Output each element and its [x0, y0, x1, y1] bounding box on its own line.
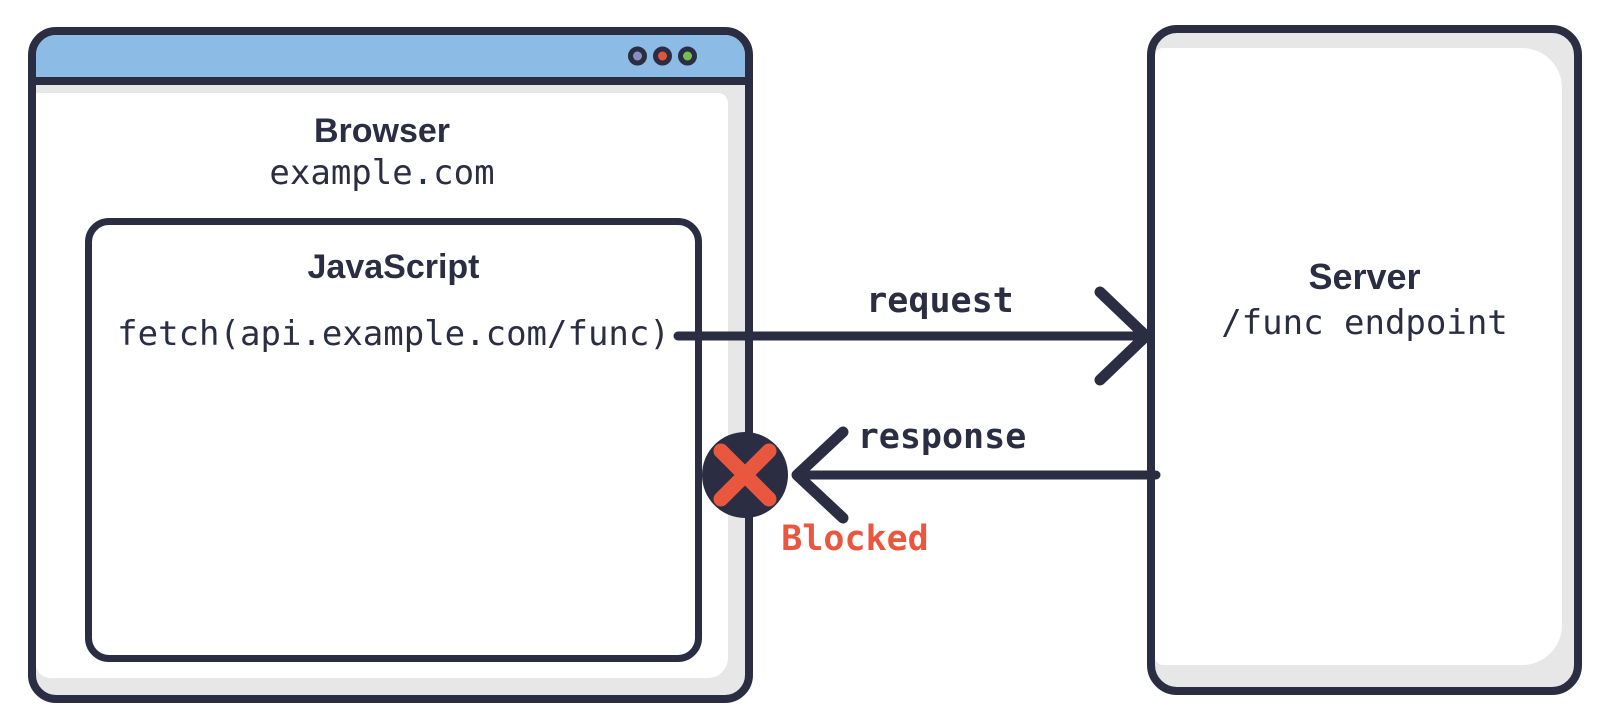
javascript-box: JavaScript fetch(api.example.com/func): [85, 218, 702, 662]
green-dot-icon: [678, 46, 697, 66]
server-text: Server /func endpoint: [1155, 255, 1574, 349]
browser-window: Browser example.com JavaScript fetch(api…: [28, 27, 753, 703]
browser-label: Browser: [313, 112, 451, 150]
server-body: [1155, 48, 1562, 665]
server-box: Server /func endpoint: [1147, 25, 1582, 695]
server-endpoint: /func endpoint: [1221, 303, 1508, 344]
server-label: Server: [1308, 256, 1421, 297]
browser-titlebar: [36, 35, 745, 85]
red-dot-icon: [653, 46, 672, 66]
response-arrow-label: response: [857, 417, 1027, 457]
request-arrow-label: request: [866, 281, 1014, 321]
fetch-code: fetch(api.example.com/func): [117, 313, 670, 354]
window-controls: [628, 46, 697, 66]
blocked-status-label: Blocked: [781, 519, 929, 559]
browser-origin-url: example.com: [269, 152, 495, 193]
javascript-label: JavaScript: [307, 248, 480, 286]
purple-dot-icon: [628, 46, 647, 66]
